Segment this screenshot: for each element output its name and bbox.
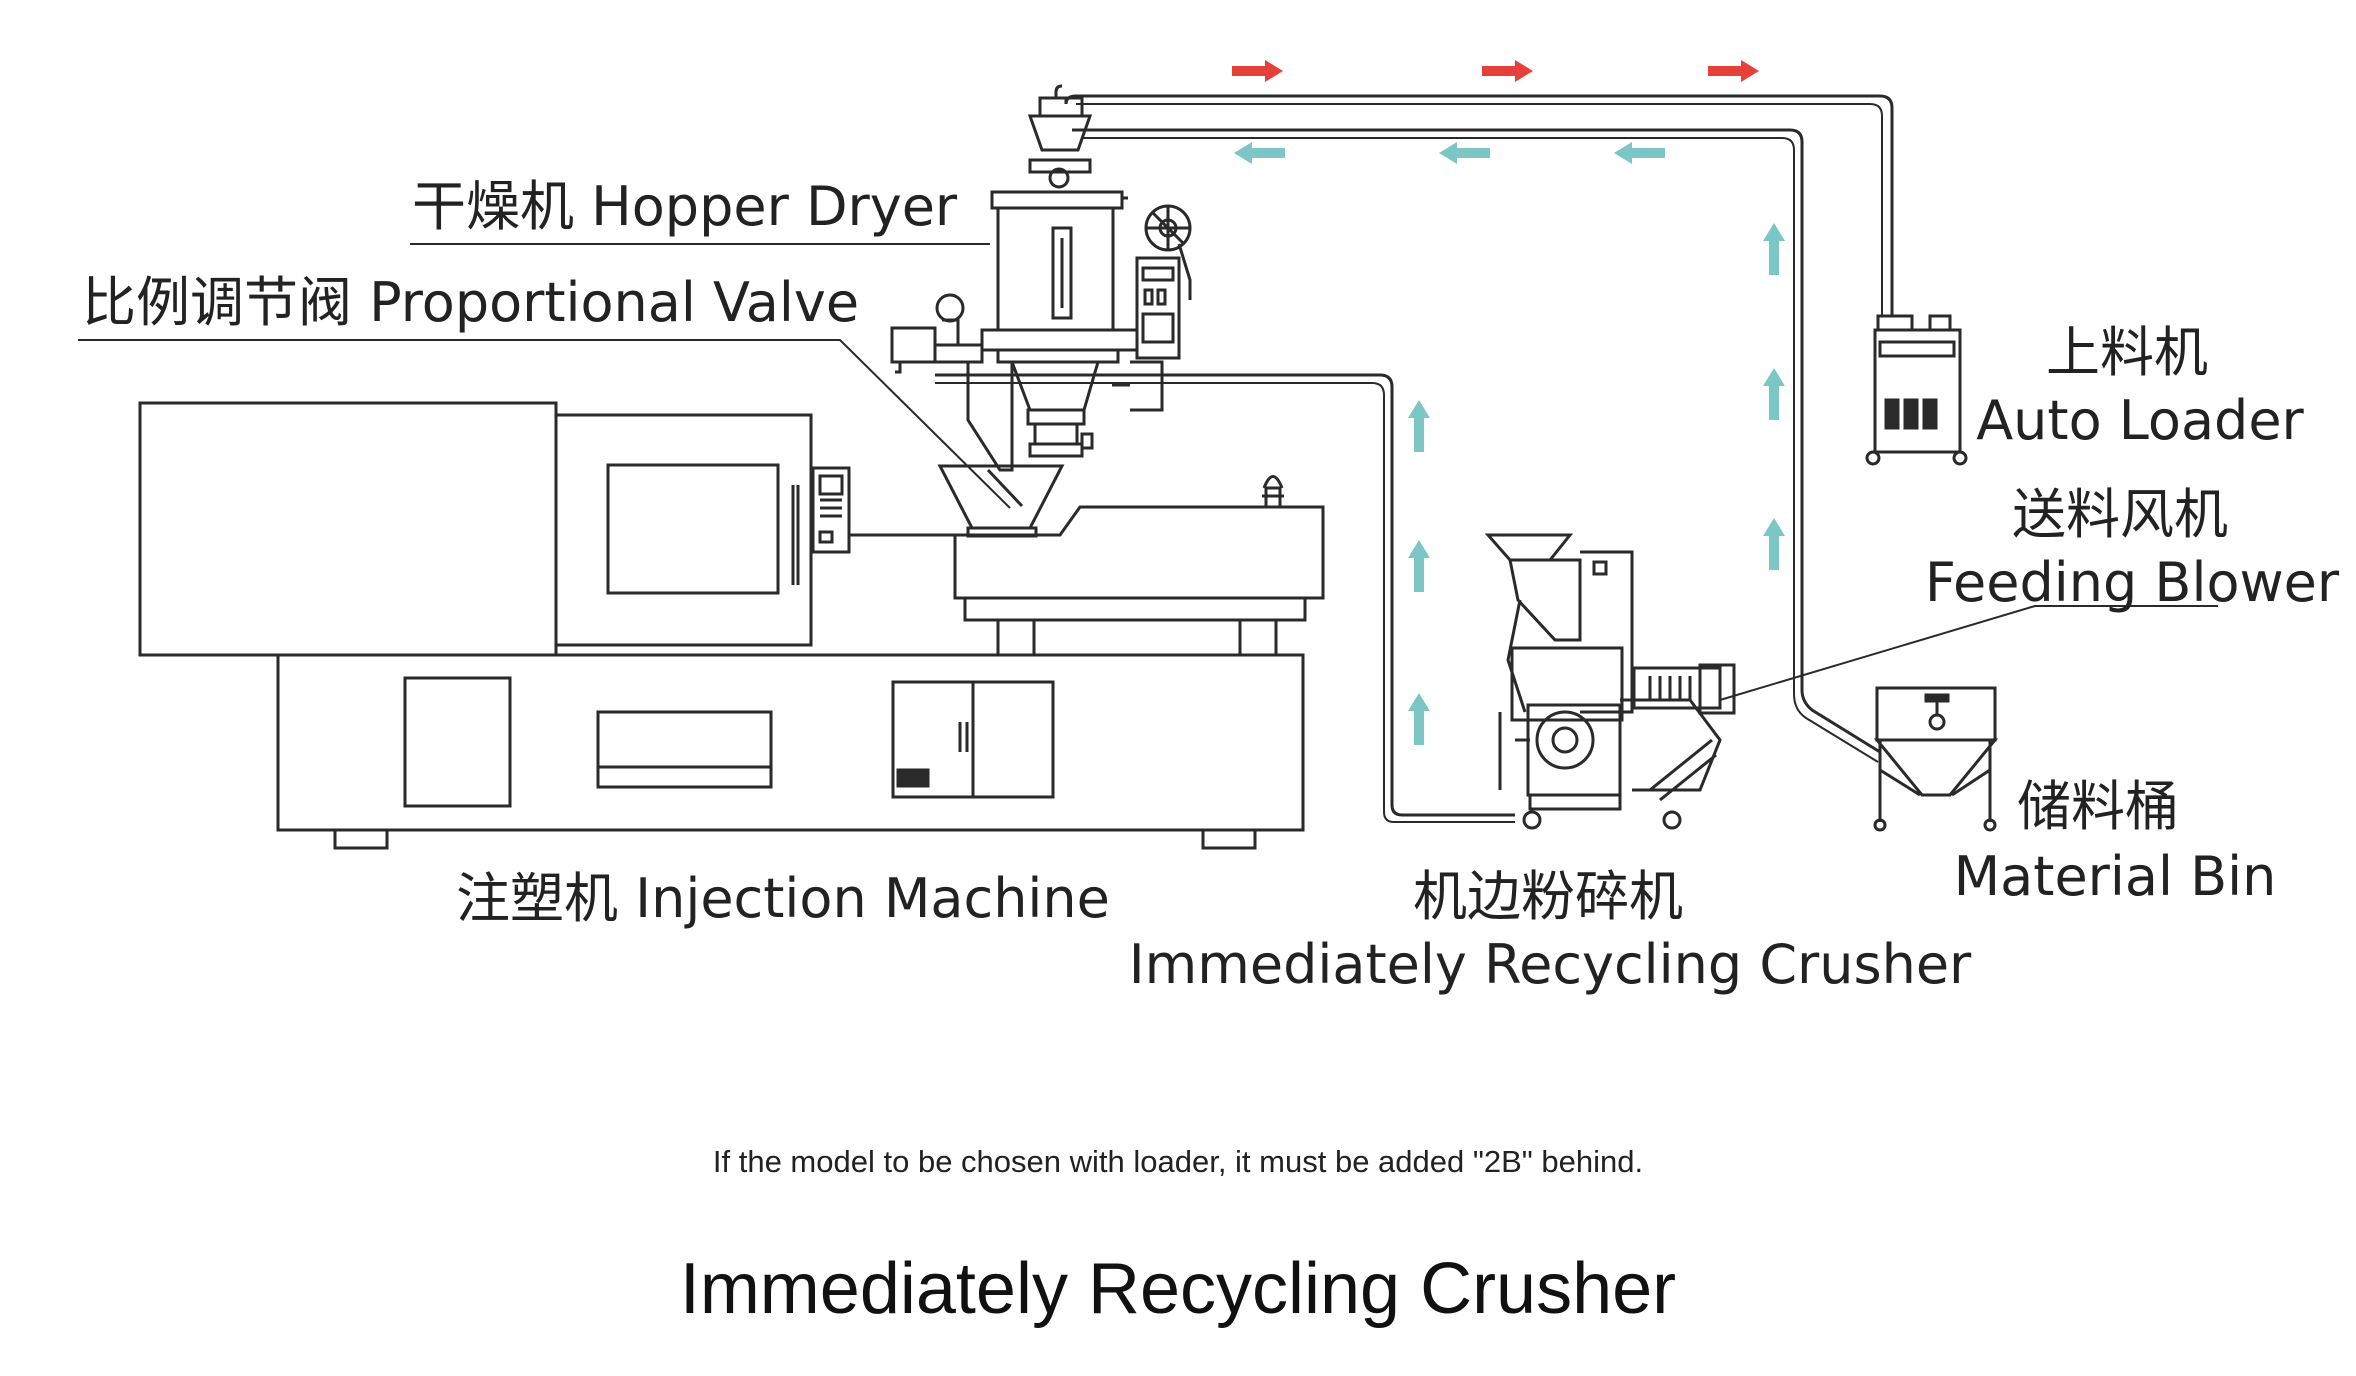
proportional-valve [937, 464, 1065, 538]
crusher [1484, 533, 1736, 830]
proportional-valve-label: 比例调节阀 Proportional Valve [82, 271, 860, 334]
piping [935, 84, 1894, 823]
auto-loader [1865, 314, 1968, 466]
red-arrow [1232, 60, 1759, 82]
leader-lines [78, 243, 2218, 701]
injection-machine-label: 注塑机 Injection Machine [456, 867, 1110, 930]
crusher-label-en: Immediately Recycling Crusher [1128, 933, 1972, 996]
model-note: If the model to be chosen with loader, i… [712, 1144, 1644, 1179]
auto-loader-label-en: Auto Loader [1976, 389, 2304, 452]
material-bin-label-en: Material Bin [1953, 845, 2277, 908]
hopper-dryer [890, 96, 1192, 472]
material-bin [1873, 686, 1999, 832]
auto-loader-label-cn: 上料机 [2046, 321, 2208, 384]
material-bin-label-cn: 储料桶 [2017, 775, 2179, 838]
feeding-blower-label-en: Feeding Blower [1924, 551, 2340, 614]
teal-arrow [1234, 142, 1785, 745]
injection-machine [138, 401, 1325, 850]
feeding-blower-label-cn: 送料风机 [2012, 483, 2228, 546]
flow-arrows [1232, 60, 1785, 745]
crusher-label-cn: 机边粉碎机 [1413, 865, 1683, 928]
hopper-dryer-label: 干燥机 Hopper Dryer [412, 175, 958, 238]
page-title: Immediately Recycling Crusher [679, 1249, 1677, 1329]
